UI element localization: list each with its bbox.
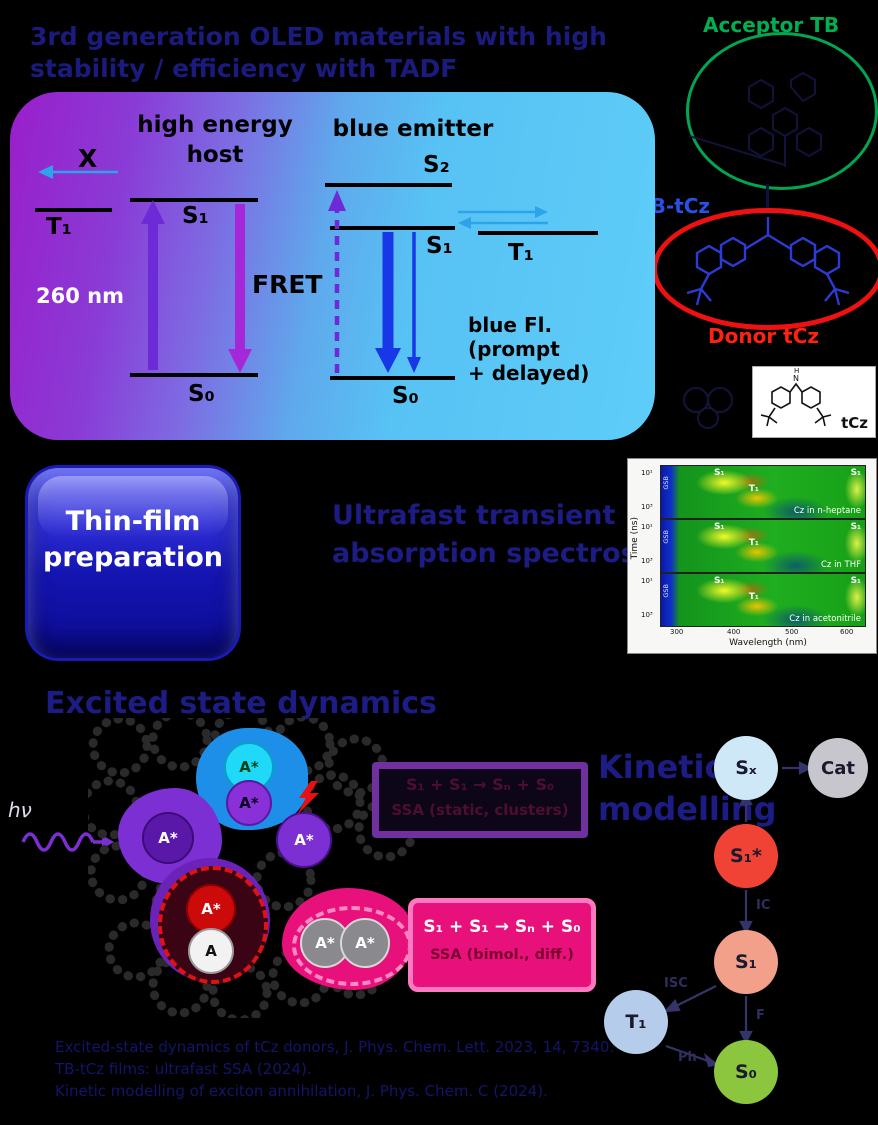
panel-caption: Cz in n-heptane [793,506,861,516]
xtick-500: 500 [785,628,799,636]
ta-panel-heptane: GSB S₁ T₁ S₁ Cz in n-heptane [660,465,866,519]
panel-caption: Cz in THF [820,560,861,570]
s1-band-label: S₁ [714,468,725,478]
rate-label-f: F [756,1008,765,1023]
right-band-label: S₁ [850,522,861,532]
acceptor-structure-svg [688,71,822,167]
reference-line3: Kinetic modelling of exciton annihilatio… [55,1082,548,1100]
ta-ylabel: Time (ns) [630,517,640,560]
bimolecular-ssa-line2: SSA (bimol., diff.) [430,947,574,963]
rate-label-ic: IC [756,898,771,913]
ytick: 10¹ [641,577,653,585]
transient-absorption-figure: Time (ns) GSB S₁ T₁ S₁ Cz in n-heptane 1… [627,458,877,654]
right-band-label: S₁ [850,576,861,586]
panel-caption: Cz in acetonitrile [789,614,861,624]
excited-molecule-standalone: A* [276,812,332,868]
kinetics-node-cat: Cat [808,738,868,798]
emission-caption-line3: + delayed) [468,361,590,385]
tcz-n-atom: N [793,374,799,383]
donor-ellipse [652,208,878,330]
s1-band-label: S₁ [714,522,725,532]
jablonski-panel: high energy host blue emitter X S₁ T₁ 26… [10,92,655,440]
acceptor-ellipse [686,32,878,190]
bimolecular-ssa-line1: S₁ + S₁ → Sₙ + S₀ [423,917,581,937]
main-title-line2: stability / efficiency with TADF [30,54,458,83]
ytick: 10¹ [641,523,653,531]
thin-film-label-line2: preparation [43,542,223,573]
ta-heading-line1: Ultrafast transient [332,500,616,531]
t1-band-label: T₁ [748,592,759,602]
blocked-x-label: X [78,144,98,173]
host-t1-label: T₁ [46,214,72,240]
small-structure-svg [683,387,733,429]
emitter-t1-label: T₁ [508,240,534,266]
tcz-structure-svg: N H [760,367,832,427]
rate-label-isc: ISC [664,976,688,991]
static-ssa-line2: SSA (static, clusters) [391,801,569,819]
kinetics-node-t1: T₁ [604,990,668,1054]
host-title-line1: high energy [137,112,293,138]
emission-caption-line2: (prompt [468,337,560,361]
t1-band-label: T₁ [748,484,759,494]
emitter-title: blue emitter [332,116,494,142]
dynamics-heading: Excited state dynamics [45,686,437,721]
kinetics-heading-line1: Kinetic [598,748,724,786]
ground-state-molecule: A [188,928,234,974]
ytick: 10³ [641,611,653,619]
host-s0-label: S₀ [188,381,215,407]
host-s1-label: S₁ [182,203,209,229]
donor-structure-svg [686,217,850,306]
emitter-s1-label: S₁ [426,233,453,259]
ta-panel-thf: GSB S₁ T₁ S₁ Cz in THF [660,519,866,573]
ytick: 10¹ [641,469,653,477]
tcz-h-atom: H [794,367,799,375]
excited-molecule-purple-in-blue: A* [226,780,272,826]
thin-film-button: Thin-film preparation [28,468,238,658]
excited-molecule-red: A* [186,884,236,934]
excited-molecule-purple: A* [142,812,194,864]
main-title-line1: 3rd generation OLED materials with high [30,22,607,51]
dyad-bond-line [766,184,769,210]
reference-line1: Excited-state dynamics of tCz donors, J.… [55,1038,615,1056]
bimolecular-ssa-box: S₁ + S₁ → Sₙ + S₀ SSA (bimol., diff.) [408,898,596,992]
host-title-line2: host [186,142,244,168]
lightning-bolt-icon [297,781,319,815]
reference-line2: TB-tCz films: ultrafast SSA (2024). [55,1060,312,1078]
xtick-600: 600 [840,628,854,636]
kinetics-node-s0: S₀ [714,1040,778,1104]
tcz-structure-box: N H tCz [752,366,876,438]
rate-label-ph: Ph [678,1050,697,1065]
emission-caption-line1: blue Fl. [468,313,553,337]
s1-band-label: S₁ [714,576,725,586]
gsb-label: GSB [662,530,670,544]
photon-label: hν [8,798,32,822]
tcz-caption: tCz [841,414,868,432]
thin-film-label-line1: Thin-film [65,506,201,537]
annihilating-molecule-2: A* [340,918,390,968]
ta-panel-acetonitrile: GSB S₁ T₁ S₁ Cz in acetonitrile [660,573,866,627]
donor-label: Donor tCz [708,324,820,348]
ta-xlabel: Wavelength (nm) [729,638,807,648]
xtick-300: 300 [670,628,684,636]
kinetics-node-s1: S₁ [714,930,778,994]
gsb-label: GSB [662,584,670,598]
t1-band-label: T₁ [748,538,759,548]
fret-label: FRET [252,270,323,299]
button-gloss [38,476,228,538]
gsb-label: GSB [662,476,670,490]
emitter-s2-label: S₂ [423,152,450,178]
right-band-label: S₁ [850,468,861,478]
static-ssa-line1: S₁ + S₁ → Sₙ + S₀ [405,775,555,794]
excitation-wavelength-label: 260 nm [36,284,124,308]
energy-levels-arrows-svg [35,165,598,380]
emitter-s0-label: S₀ [392,383,419,409]
ytick: 10³ [641,503,653,511]
xtick-400: 400 [727,628,741,636]
kinetics-node-s1star: S₁* [714,824,778,888]
kinetics-node-sx: Sₓ [714,736,778,800]
ytick: 10³ [641,557,653,565]
static-ssa-box: S₁ + S₁ → Sₙ + S₀ SSA (static, clusters) [372,762,588,838]
